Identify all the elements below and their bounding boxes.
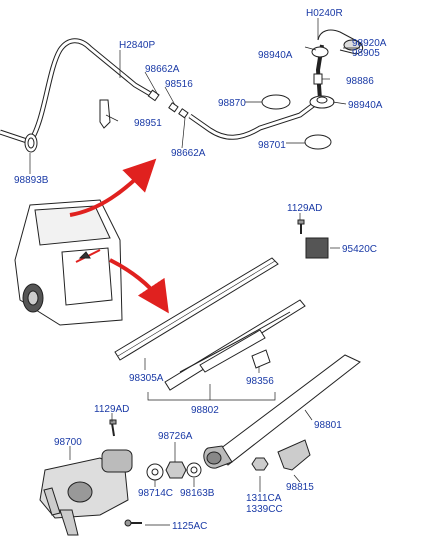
label-98163b: 98163B xyxy=(180,488,215,499)
label-98940a-top: 98940A xyxy=(258,50,293,61)
part-labels: H0240R H2840P 98662A 98516 98940A 98920A… xyxy=(14,8,387,532)
label-98940a-mid: 98940A xyxy=(348,100,383,111)
label-98920a: 98920A xyxy=(352,38,387,49)
label-98305a: 98305A xyxy=(129,373,164,384)
label-98801: 98801 xyxy=(314,420,342,431)
washer-hose-assembly xyxy=(0,29,364,153)
label-1125ac: 1125AC xyxy=(172,521,207,532)
label-98802: 98802 xyxy=(191,405,219,416)
label-1339cc: 1339CC xyxy=(246,504,283,515)
label-98886: 98886 xyxy=(346,76,374,87)
callout-arrows xyxy=(69,158,169,314)
label-98905: 98905 xyxy=(352,48,380,59)
wiper-arm xyxy=(203,354,361,469)
label-98815: 98815 xyxy=(286,482,314,493)
label-98516: 98516 xyxy=(165,79,193,90)
leader-lines xyxy=(29,18,360,526)
small-parts xyxy=(109,219,329,527)
wiper-blade-assembly xyxy=(164,299,306,391)
label-h2840p: H2840P xyxy=(119,40,155,51)
label-98714c: 98714C xyxy=(138,488,173,499)
label-h0240r: H0240R xyxy=(306,8,343,19)
label-98700: 98700 xyxy=(54,437,82,448)
label-1129ad-mid: 1129AD xyxy=(94,404,129,415)
label-98893b: 98893B xyxy=(14,175,49,186)
label-1129ad-top: 1129AD xyxy=(287,203,322,214)
label-98701: 98701 xyxy=(258,140,286,151)
label-1311ca: 1311CA xyxy=(246,493,282,504)
label-98951: 98951 xyxy=(134,118,162,129)
wiper-blade xyxy=(114,257,279,361)
label-98356: 98356 xyxy=(246,376,274,387)
label-98662a-bot: 98662A xyxy=(171,148,206,159)
label-98726a: 98726A xyxy=(158,431,193,442)
label-95420c: 95420C xyxy=(342,244,377,255)
label-98870: 98870 xyxy=(218,98,246,109)
wiper-motor xyxy=(39,449,133,536)
car-rear-illustration xyxy=(14,199,123,326)
label-98662a-top: 98662A xyxy=(145,64,180,75)
